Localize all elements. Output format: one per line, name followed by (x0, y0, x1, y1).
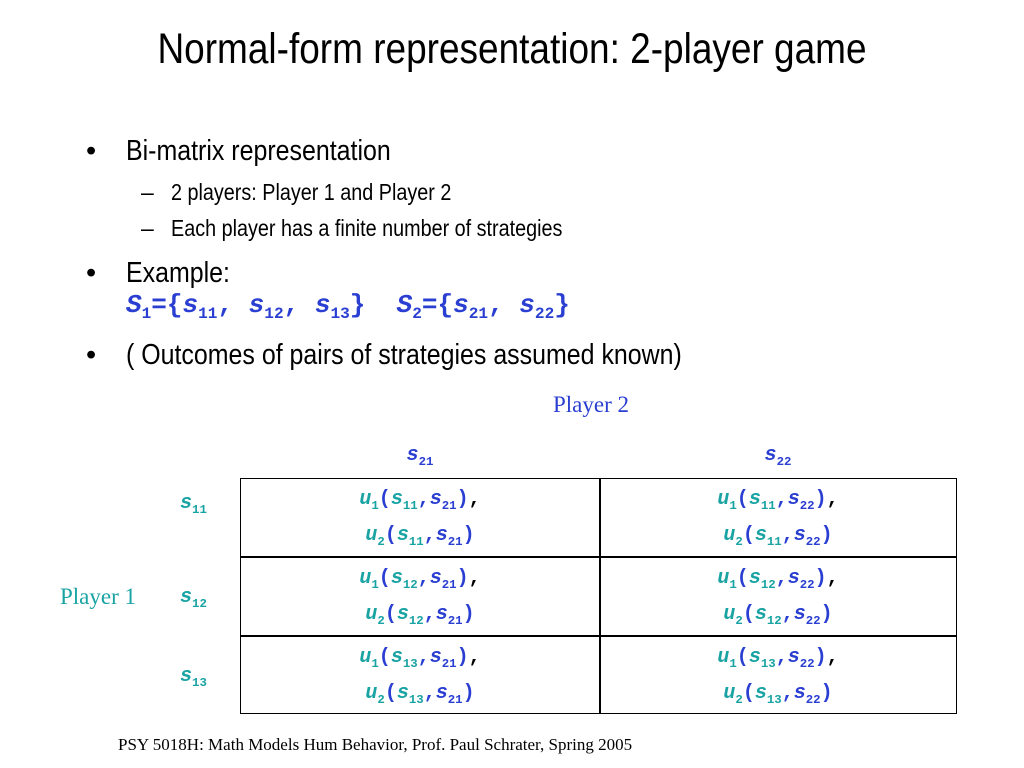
bullet-icon: • (86, 135, 97, 167)
bullet-text: Bi-matrix representation (126, 135, 391, 167)
payoff-cell: u1(s13,s21),u2(s13,s21) (359, 646, 481, 707)
strategy-set-2: S2={s21, s22} (396, 290, 570, 324)
bullet-text: ( Outcomes of pairs of strategies assume… (126, 339, 682, 371)
payoff-cell: u1(s12,s21),u2(s12,s21) (359, 567, 481, 628)
bullet-icon: • (86, 257, 97, 289)
slide-title: Normal-form representation: 2-player gam… (157, 25, 867, 73)
dash-icon: – (141, 215, 154, 241)
row-header: s11 (180, 492, 207, 517)
bullet-icon: • (86, 339, 97, 371)
row-player-label: Player 1 (60, 584, 137, 609)
column-player-label: Player 2 (553, 392, 630, 417)
payoff-cell: u1(s11,s22),u2(s11,s22) (717, 488, 839, 549)
bullet-bimatrix: • Bi-matrix representation (86, 134, 434, 168)
subbullet-text: Each player has a finite number of strat… (171, 215, 563, 241)
subbullet-text: 2 players: Player 1 and Player 2 (171, 179, 452, 205)
payoff-matrix (240, 478, 957, 714)
matrix-divider (240, 635, 957, 637)
bullet-text: Example: (126, 257, 230, 289)
payoff-cell: u1(s11,s21),u2(s11,s21) (359, 488, 481, 549)
subbullet-players: –2 players: Player 1 and Player 2 (141, 178, 497, 206)
slide-footer: PSY 5018H: Math Models Hum Behavior, Pro… (118, 735, 633, 754)
column-header: s21 (406, 444, 434, 469)
column-header: s22 (764, 444, 792, 469)
payoff-cell: u1(s12,s22),u2(s12,s22) (717, 567, 839, 628)
bullet-outcomes: • ( Outcomes of pairs of strategies assum… (86, 338, 772, 372)
row-header: s13 (180, 665, 207, 690)
strategy-sets: S1={s11, s12, s13} S2={s21, s22} (126, 290, 570, 323)
strategy-set-1: S1={s11, s12, s13} (126, 290, 366, 324)
payoff-cell: u1(s13,s22),u2(s13,s22) (717, 646, 839, 707)
row-header: s12 (180, 586, 207, 611)
subbullet-strategies: –Each player has a finite number of stra… (141, 214, 626, 242)
bullet-example: • Example: (86, 256, 247, 290)
dash-icon: – (141, 179, 154, 205)
matrix-divider (599, 478, 601, 714)
matrix-divider (240, 556, 957, 558)
